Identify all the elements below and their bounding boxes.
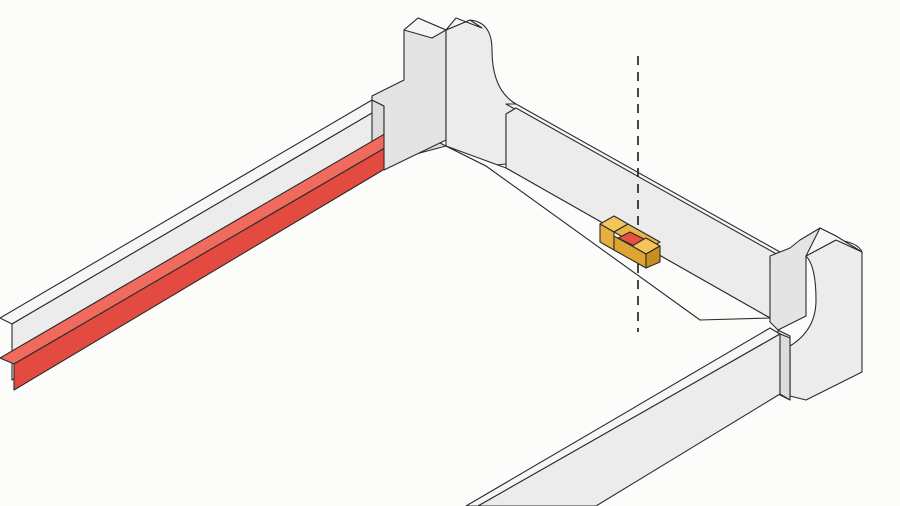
bracket-front-face xyxy=(613,235,647,269)
back-left-post xyxy=(371,17,517,171)
post-cap-top-right xyxy=(445,17,483,31)
slat-bracket xyxy=(599,215,661,269)
post-right-front-profile xyxy=(789,239,863,401)
post-right-top-cap xyxy=(805,227,863,257)
rail-top-face xyxy=(0,103,451,365)
right-board-end-face xyxy=(779,333,791,401)
right-board-front-face xyxy=(477,333,781,506)
left-board-top-face xyxy=(0,99,385,325)
bracket-right-side xyxy=(645,245,661,269)
right-side-board xyxy=(465,327,791,506)
red-slat-rail xyxy=(0,103,451,391)
back-board-front-face xyxy=(505,107,781,319)
